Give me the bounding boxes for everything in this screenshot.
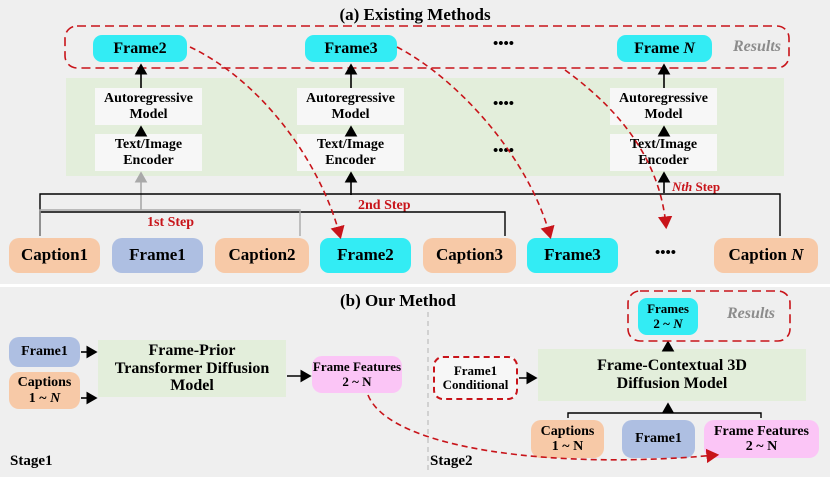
stage2-captions-line2: 1 ~ N [551,439,584,454]
frame1-conditional: Frame1 Conditional [433,356,518,400]
encoder-2: Text/Image Encoder [297,134,404,171]
ar-model-n: Autoregressive Model [610,88,717,125]
results-label-a: Results [733,38,782,55]
result-frames-line1: Frames [647,301,689,317]
stage2-features-line2: 2 ~ N [745,439,778,454]
conditional-line1: Frame1 Conditional [442,362,509,392]
dots-results: •••• [493,36,515,52]
dots-encoders: •••• [493,143,515,159]
result-frames-range: 2 ~ [653,315,674,331]
step2-label: 2nd Step [358,198,411,213]
result-frames-n: N [673,315,683,331]
stage2-captions-line1: Captions [540,423,595,439]
stage1-captions: Captions 1 ~ N [9,372,80,409]
stage1-features-line2: 2 ~ N [342,373,372,389]
stage1-features-line1: Frame Features [312,359,402,375]
panel-a-title: (a) Existing Methods [339,5,491,24]
frame-contextual-model: Frame-Contextual 3D Diffusion Model [538,349,806,401]
frame2-box: Frame2 [320,238,411,273]
caption-n-word: Caption [728,245,792,265]
stage1-frame1: Frame1 [9,337,80,367]
stage1-captions-n: N [50,390,61,406]
result-frame-n-word: Frame [634,39,684,57]
step-n-var: Nth [672,179,693,194]
stage2-frame1: Frame1 [622,420,695,458]
encoder-n: Text/Image Encoder [610,134,717,171]
stage1-captions-range: 1 ~ [28,390,51,406]
dots-models: •••• [493,96,515,112]
frame3-box: Frame3 [527,238,618,273]
results-label-b: Results [727,305,776,322]
step-n-label: Nth Step [672,179,720,195]
stage1-captions-line1: Captions [17,375,72,391]
step-n-word: Step [692,179,721,194]
result-frame3: Frame3 [305,35,397,62]
caption-n-box: Caption N [714,238,818,273]
stage1-frame-features: Frame Features 2 ~ N [312,356,402,393]
stage2-frame-features: Frame Features 2 ~ N [704,420,819,458]
frame1-box: Frame1 [112,238,203,273]
caption1-box: Caption1 [9,238,100,273]
stage2-label: Stage2 [430,453,473,469]
result-frame-n-var: N [683,39,695,57]
stage2-captions: Captions 1 ~ N [531,420,604,458]
ar-model-1: Autoregressive Model [95,88,202,125]
caption2-box: Caption2 [215,238,309,273]
result-frames-2n: Frames 2 ~ N [638,298,698,335]
result-frames-line2: 2 ~ N [653,315,683,331]
result-frame2: Frame2 [93,35,187,62]
stage1-label: Stage1 [10,453,53,469]
frame-prior-model: Frame-Prior Transformer Diffusion Model [98,340,286,397]
panel-b-title: (b) Our Method [340,291,456,310]
encoder-1: Text/Image Encoder [95,134,202,171]
ar-model-2: Autoregressive Model [297,88,404,125]
caption3-box: Caption3 [423,238,516,273]
dots-bottom: •••• [655,245,677,261]
result-frame-n: Frame N [617,35,712,62]
stage1-captions-line2: 1 ~ N [29,391,60,406]
caption-n-var: N [791,245,804,265]
step1-label: 1st Step [147,215,195,230]
stage2-features-line1: Frame Features [714,423,809,439]
